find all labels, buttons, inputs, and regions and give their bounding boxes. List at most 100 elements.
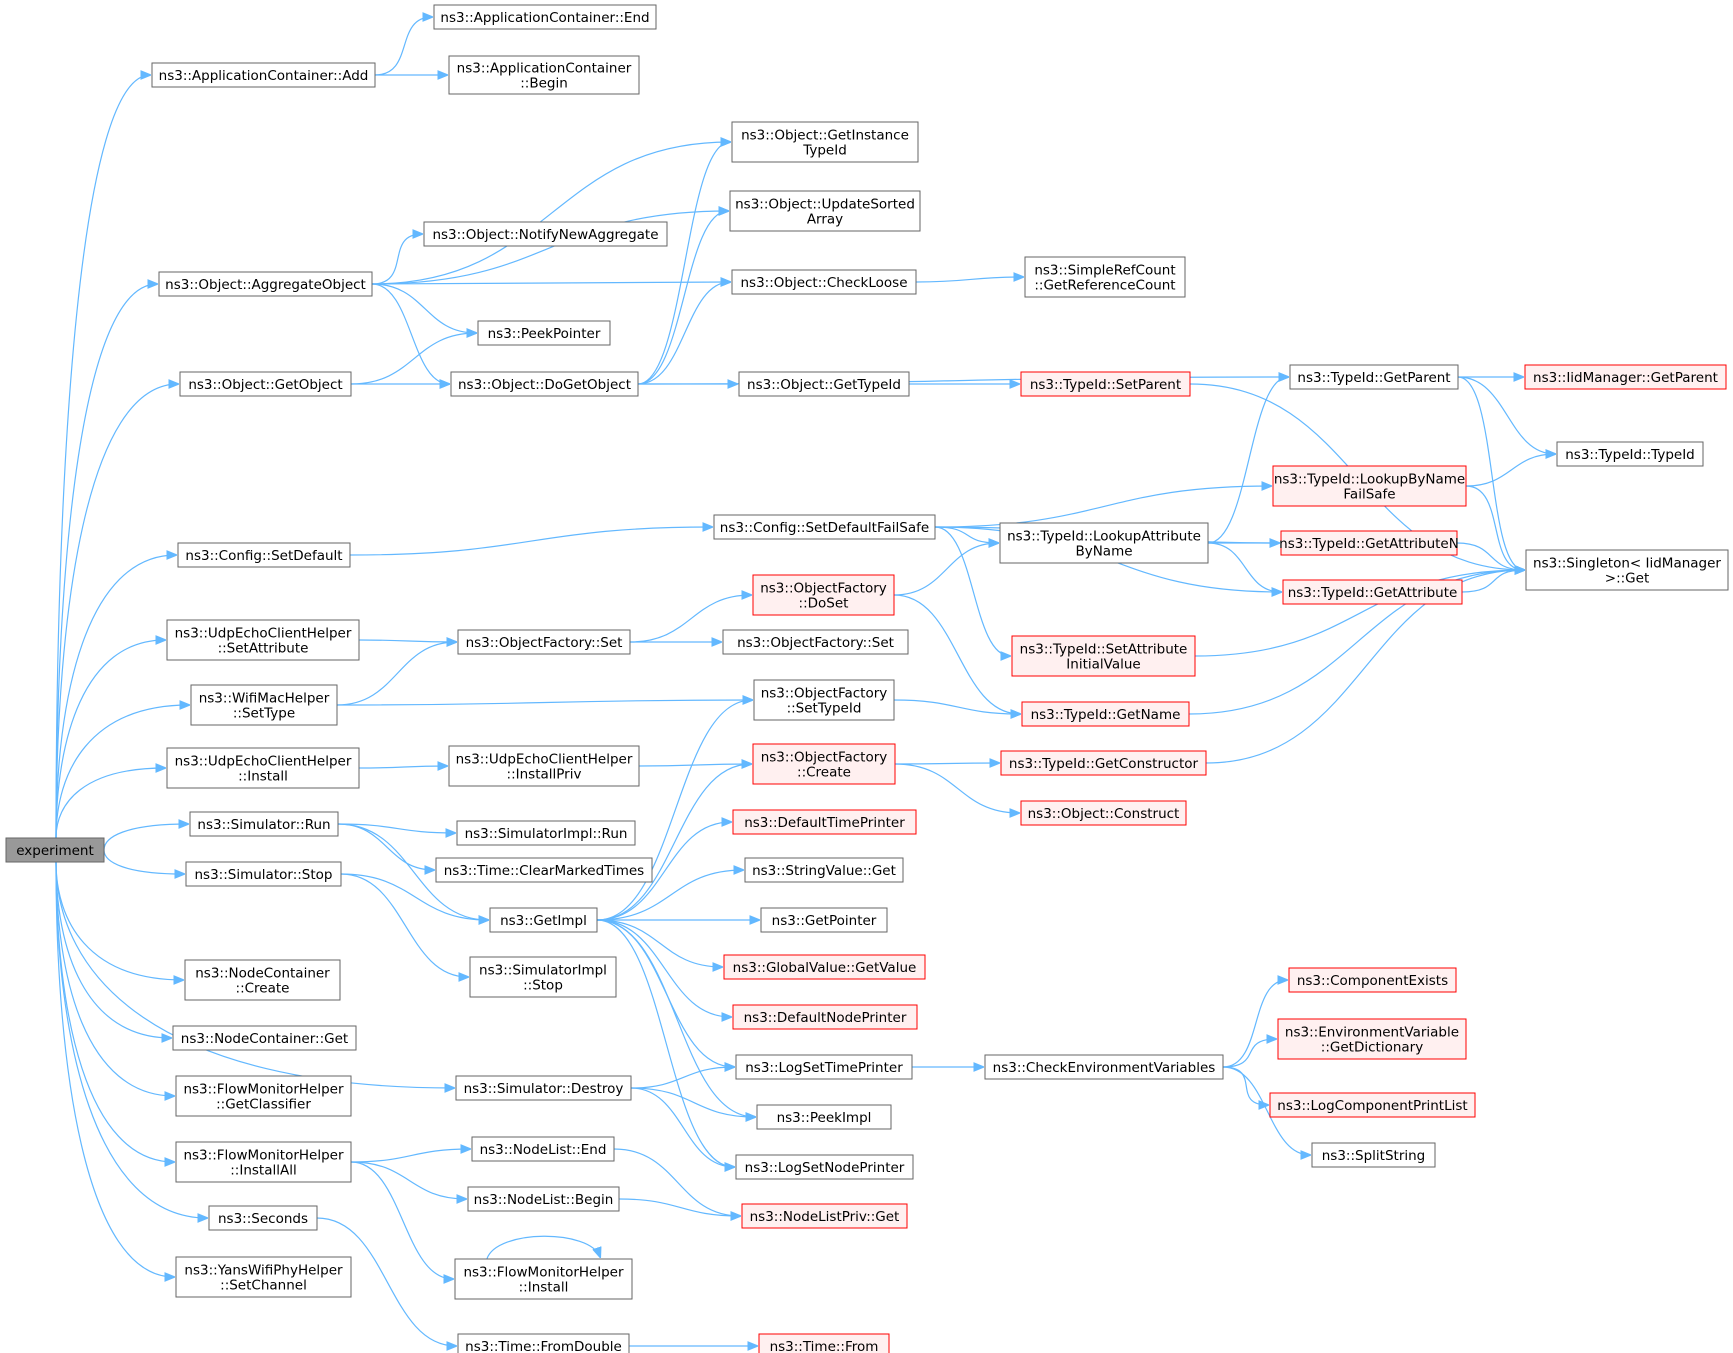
node-splitstring[interactable]: ns3::SplitString bbox=[1311, 1142, 1436, 1168]
node-label: Array bbox=[807, 212, 843, 228]
node-obj-gettid[interactable]: ns3::Object::GetTypeId bbox=[738, 371, 910, 397]
node-uech-setattr[interactable]: ns3::UdpEchoClientHelper::SetAttribute bbox=[166, 619, 360, 661]
node-defnodeprinter[interactable]: ns3::DefaultNodePrinter bbox=[732, 1004, 918, 1030]
node-experiment[interactable]: experiment bbox=[5, 837, 105, 863]
node-box bbox=[713, 514, 936, 540]
node-time-clear[interactable]: ns3::Time::ClearMarkedTimes bbox=[435, 857, 653, 883]
edge-checkenv-to-splitstring bbox=[1222, 1066, 1310, 1155]
node-tid-getattrn[interactable]: ns3::TypeId::GetAttributeN bbox=[1279, 530, 1459, 556]
node-uech-installpriv[interactable]: ns3::UdpEchoClientHelper::InstallPriv bbox=[448, 745, 640, 787]
node-box bbox=[435, 857, 653, 883]
node-fmh-install[interactable]: ns3::FlowMonitorHelper::Install bbox=[454, 1258, 633, 1300]
node-tid-getattr[interactable]: ns3::TypeId::GetAttribute bbox=[1282, 579, 1463, 605]
node-strval-get[interactable]: ns3::StringValue::Get bbox=[744, 857, 904, 883]
edge-wifimac-settype-to-of-set bbox=[336, 642, 456, 706]
node-logcompprint[interactable]: ns3::LogComponentPrintList bbox=[1269, 1092, 1476, 1118]
node-obj-doget[interactable]: ns3::Object::DoGetObject bbox=[450, 371, 639, 397]
node-peekimpl[interactable]: ns3::PeekImpl bbox=[756, 1104, 892, 1130]
node-nodelist-begin[interactable]: ns3::NodeList::Begin bbox=[467, 1186, 620, 1212]
edge-experiment-to-fmh-installall bbox=[55, 861, 174, 1162]
node-of-create[interactable]: ns3::ObjectFactory::Create bbox=[752, 743, 896, 785]
node-tid-getname[interactable]: ns3::TypeId::GetName bbox=[1021, 701, 1190, 727]
node-envvar-dict[interactable]: ns3::EnvironmentVariable::GetDictionary bbox=[1277, 1018, 1467, 1060]
node-simimpl-run[interactable]: ns3::SimulatorImpl::Run bbox=[456, 820, 636, 846]
node-obj-agg[interactable]: ns3::Object::AggregateObject bbox=[158, 271, 373, 297]
node-appc-begin[interactable]: ns3::ApplicationContainer::Begin bbox=[448, 55, 640, 95]
node-checkenv[interactable]: ns3::CheckEnvironmentVariables bbox=[984, 1054, 1224, 1080]
node-box bbox=[984, 1054, 1224, 1080]
edge-obj-agg-to-obj-getinst bbox=[371, 142, 730, 285]
node-of-settypeid[interactable]: ns3::ObjectFactory::SetTypeId bbox=[753, 679, 895, 721]
edge-sim-destroy-to-logsettimeprinter bbox=[630, 1067, 734, 1089]
node-obj-check[interactable]: ns3::Object::CheckLoose bbox=[731, 269, 917, 295]
node-fmh-classifier[interactable]: ns3::FlowMonitorHelper::GetClassifier bbox=[175, 1075, 352, 1117]
node-label: ns3::ApplicationContainer::End bbox=[440, 10, 649, 26]
node-cfg-setdefaultfs[interactable]: ns3::Config::SetDefaultFailSafe bbox=[713, 514, 936, 540]
node-label: ::GetDictionary bbox=[1321, 1040, 1423, 1056]
node-tid-getparent[interactable]: ns3::TypeId::GetParent bbox=[1289, 364, 1459, 390]
node-simpleref[interactable]: ns3::SimpleRefCount::GetReferenceCount bbox=[1024, 256, 1186, 298]
node-obj-notify[interactable]: ns3::Object::NotifyNewAggregate bbox=[423, 221, 668, 247]
node-box bbox=[450, 371, 639, 397]
node-gv-getvalue[interactable]: ns3::GlobalValue::GetValue bbox=[723, 954, 926, 980]
node-label: ns3::LogSetTimePrinter bbox=[745, 1060, 903, 1076]
edge-obj-check-to-simpleref bbox=[915, 277, 1023, 283]
node-of-set[interactable]: ns3::ObjectFactory::Set bbox=[457, 629, 631, 655]
node-label: ns3::PeekPointer bbox=[488, 326, 601, 342]
node-box bbox=[1024, 256, 1186, 298]
node-of-set2[interactable]: ns3::ObjectFactory::Set bbox=[722, 629, 909, 655]
node-nodelistpriv-get[interactable]: ns3::NodeListPriv::Get bbox=[741, 1203, 908, 1229]
node-getpointer[interactable]: ns3::GetPointer bbox=[760, 907, 888, 933]
node-time-from[interactable]: ns3::Time::From bbox=[758, 1333, 890, 1353]
edge-nodelist-begin-to-nodelistpriv-get bbox=[618, 1198, 740, 1216]
node-box bbox=[1020, 800, 1187, 826]
node-nodelist-end[interactable]: ns3::NodeList::End bbox=[471, 1136, 615, 1162]
node-of-doset[interactable]: ns3::ObjectFactory::DoSet bbox=[752, 574, 895, 616]
node-sim-stop[interactable]: ns3::Simulator::Stop bbox=[185, 861, 342, 887]
node-logsettimeprinter[interactable]: ns3::LogSetTimePrinter bbox=[735, 1054, 913, 1080]
node-box bbox=[729, 190, 921, 232]
node-box bbox=[455, 1075, 632, 1101]
node-singleton[interactable]: ns3::Singleton< IidManager>::Get bbox=[1525, 549, 1729, 591]
node-seconds[interactable]: ns3::Seconds bbox=[208, 1205, 318, 1231]
node-compexists[interactable]: ns3::ComponentExists bbox=[1288, 967, 1457, 993]
node-sim-destroy[interactable]: ns3::Simulator::Destroy bbox=[455, 1075, 632, 1101]
node-yans-setchannel[interactable]: ns3::YansWifiPhyHelper::SetChannel bbox=[175, 1256, 352, 1298]
node-box bbox=[190, 684, 338, 726]
node-deftimeprinter[interactable]: ns3::DefaultTimePrinter bbox=[732, 809, 917, 835]
edge-seconds-to-time-fromdouble bbox=[316, 1217, 456, 1346]
node-label: ns3::NodeListPriv::Get bbox=[750, 1209, 900, 1225]
node-appc-end[interactable]: ns3::ApplicationContainer::End bbox=[433, 4, 657, 30]
node-label: ns3::YansWifiPhyHelper bbox=[184, 1263, 343, 1279]
node-getimpl[interactable]: ns3::GetImpl bbox=[489, 907, 598, 933]
node-uech-install[interactable]: ns3::UdpEchoClientHelper::Install bbox=[166, 747, 360, 789]
node-label: ns3::PeekImpl bbox=[777, 1110, 872, 1126]
node-obj-getobj[interactable]: ns3::Object::GetObject bbox=[179, 371, 352, 397]
node-box bbox=[448, 745, 640, 787]
node-box bbox=[175, 1141, 352, 1183]
node-label: ns3::ObjectFactory::Set bbox=[466, 635, 623, 651]
node-tid-typeid[interactable]: ns3::TypeId::TypeId bbox=[1556, 441, 1704, 467]
node-logsetnodeprinter[interactable]: ns3::LogSetNodePrinter bbox=[735, 1154, 914, 1180]
node-nc-create[interactable]: ns3::NodeContainer::Create bbox=[184, 959, 341, 1001]
node-tid-setparent[interactable]: ns3::TypeId::SetParent bbox=[1020, 371, 1191, 397]
node-simimpl-stop[interactable]: ns3::SimulatorImpl::Stop bbox=[469, 956, 617, 998]
node-obj-construct[interactable]: ns3::Object::Construct bbox=[1020, 800, 1187, 826]
node-fmh-installall[interactable]: ns3::FlowMonitorHelper::InstallAll bbox=[175, 1141, 352, 1183]
node-sim-run[interactable]: ns3::Simulator::Run bbox=[189, 811, 339, 837]
node-tid-getctor[interactable]: ns3::TypeId::GetConstructor bbox=[1000, 750, 1207, 776]
node-peekptr[interactable]: ns3::PeekPointer bbox=[477, 320, 611, 346]
edge-tid-getctor-to-singleton bbox=[1205, 570, 1524, 764]
edge-obj-agg-to-obj-notify bbox=[371, 234, 422, 285]
node-cfg-setdefault[interactable]: ns3::Config::SetDefault bbox=[177, 542, 351, 568]
node-nc-get[interactable]: ns3::NodeContainer::Get bbox=[172, 1025, 357, 1051]
node-wifimac-settype[interactable]: ns3::WifiMacHelper::SetType bbox=[190, 684, 338, 726]
node-appc-add[interactable]: ns3::ApplicationContainer::Add bbox=[151, 62, 376, 88]
node-time-fromdouble[interactable]: ns3::Time::FromDouble bbox=[457, 1333, 630, 1353]
node-iid-getparent[interactable]: ns3::IidManager::GetParent bbox=[1524, 364, 1727, 390]
